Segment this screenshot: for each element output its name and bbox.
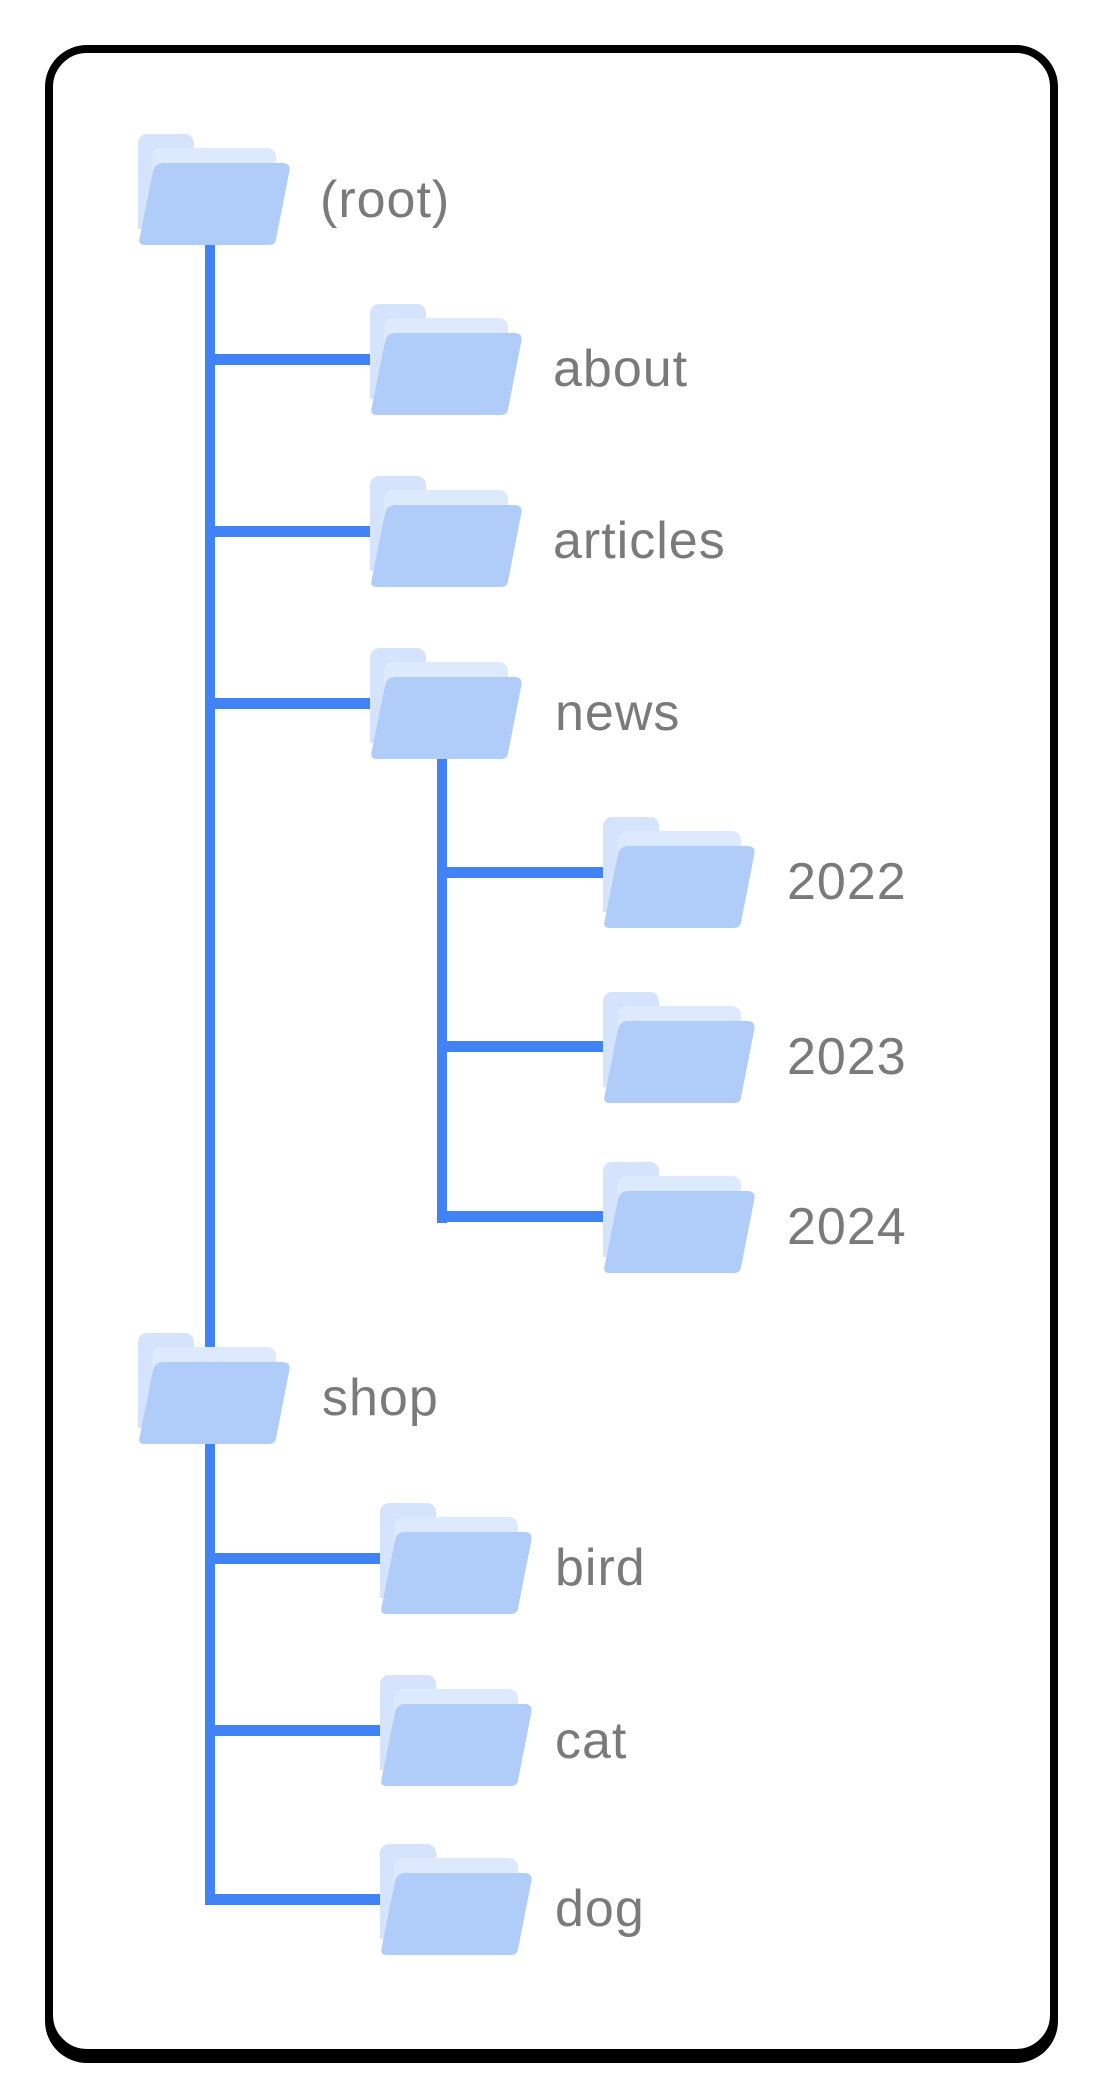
folder-icon-news bbox=[370, 648, 522, 759]
connector-branch-2022 bbox=[437, 867, 611, 878]
folder-icon-root bbox=[138, 134, 290, 245]
folder-icon-shop bbox=[138, 1333, 290, 1444]
label-2023: 2023 bbox=[787, 1028, 907, 1086]
connector-branch-bird bbox=[205, 1553, 388, 1564]
connector-branch-news bbox=[205, 698, 378, 709]
folder-icon-about bbox=[370, 304, 522, 415]
connector-branch-2024 bbox=[437, 1211, 611, 1222]
connector-trunk-root bbox=[205, 238, 215, 1905]
label-bird: bird bbox=[555, 1539, 646, 1597]
folder-icon-dog bbox=[380, 1844, 532, 1955]
connector-branch-about bbox=[205, 354, 378, 365]
label-dog: dog bbox=[555, 1880, 645, 1938]
label-cat: cat bbox=[555, 1712, 628, 1770]
label-shop: shop bbox=[322, 1369, 439, 1427]
label-root: (root) bbox=[320, 171, 451, 229]
label-2024: 2024 bbox=[787, 1198, 907, 1256]
label-about: about bbox=[553, 340, 689, 398]
connector-branch-articles bbox=[205, 526, 378, 537]
connector-branch-cat bbox=[205, 1725, 388, 1736]
connector-branch-2023 bbox=[437, 1041, 611, 1052]
connector-trunk-news bbox=[437, 750, 447, 1223]
folder-icon-2023 bbox=[603, 992, 755, 1103]
folder-icon-bird bbox=[380, 1503, 532, 1614]
label-2022: 2022 bbox=[787, 853, 907, 911]
label-articles: articles bbox=[553, 512, 726, 570]
folder-icon-2022 bbox=[603, 817, 755, 928]
connector-branch-dog bbox=[205, 1894, 388, 1905]
folder-icon-cat bbox=[380, 1675, 532, 1786]
folder-icon-2024 bbox=[603, 1162, 755, 1273]
label-news: news bbox=[555, 684, 681, 742]
folder-icon-articles bbox=[370, 476, 522, 587]
